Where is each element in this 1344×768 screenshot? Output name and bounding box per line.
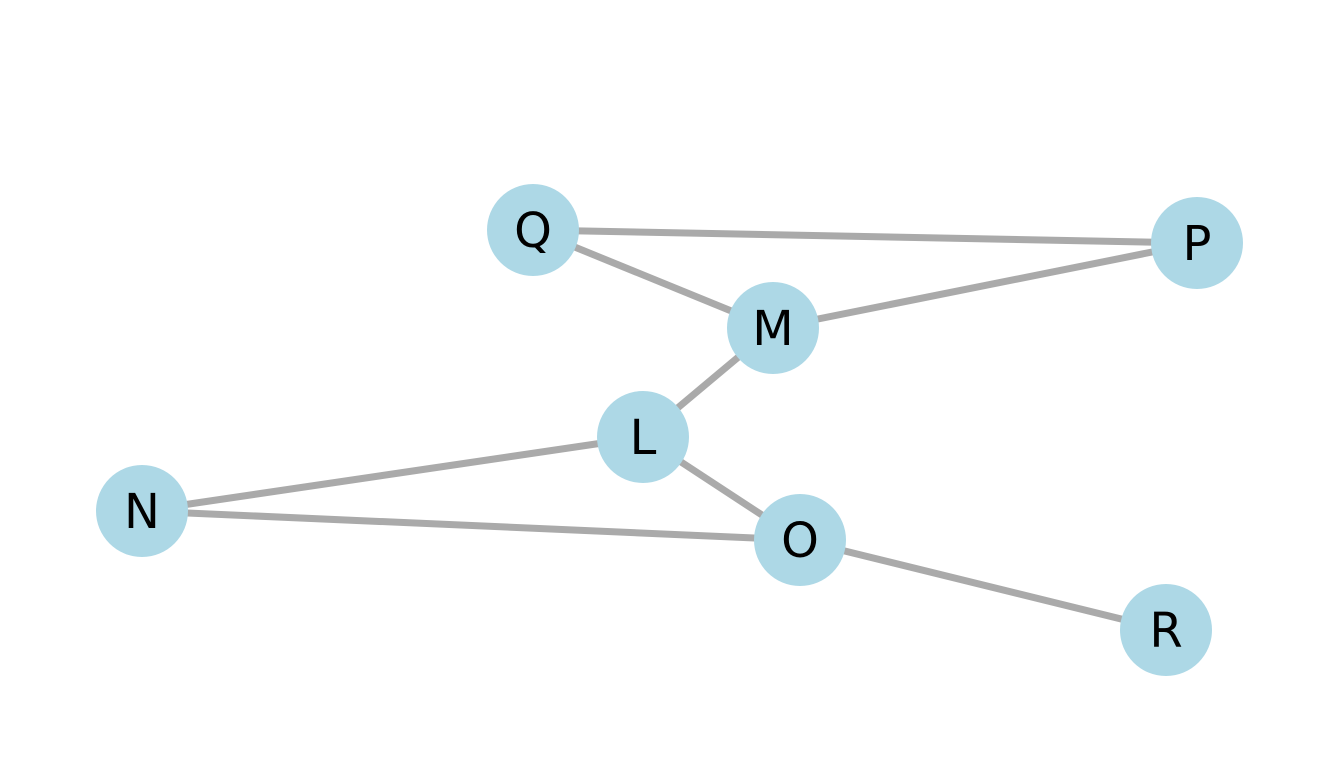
graph-node-label-o: O: [781, 513, 819, 569]
graph-node-label-l: L: [630, 410, 657, 466]
graph-node-circle-r[interactable]: [1120, 584, 1212, 676]
graph-node-label-r: R: [1149, 603, 1182, 659]
graph-node-q[interactable]: Q: [487, 184, 579, 276]
node-layer: L M N O P Q R: [96, 184, 1243, 676]
graph-edge-m-p: [772, 239, 1198, 332]
graph-node-r[interactable]: R: [1120, 584, 1212, 676]
graph-node-m[interactable]: M: [727, 282, 819, 374]
graph-node-circle-n[interactable]: [96, 465, 188, 557]
graph-node-circle-m[interactable]: [727, 282, 819, 374]
graph-node-circle-l[interactable]: [597, 391, 689, 483]
graph-edge-q-p: [532, 226, 1198, 247]
graph-node-p[interactable]: P: [1151, 197, 1243, 289]
graph-node-label-n: N: [124, 484, 160, 540]
graph-edge-o-r: [799, 536, 1167, 634]
graph-edge-n-o: [141, 507, 801, 544]
graph-node-n[interactable]: N: [96, 465, 188, 557]
graph-node-label-m: M: [752, 301, 793, 357]
graph-node-circle-o[interactable]: [754, 494, 846, 586]
graph-edge-l-n: [141, 433, 644, 515]
graph-node-l[interactable]: L: [597, 391, 689, 483]
graph-node-label-q: Q: [514, 203, 552, 259]
graph-node-circle-p[interactable]: [1151, 197, 1243, 289]
graph-node-label-p: P: [1183, 216, 1212, 272]
graph-node-circle-q[interactable]: [487, 184, 579, 276]
graph-node-o[interactable]: O: [754, 494, 846, 586]
